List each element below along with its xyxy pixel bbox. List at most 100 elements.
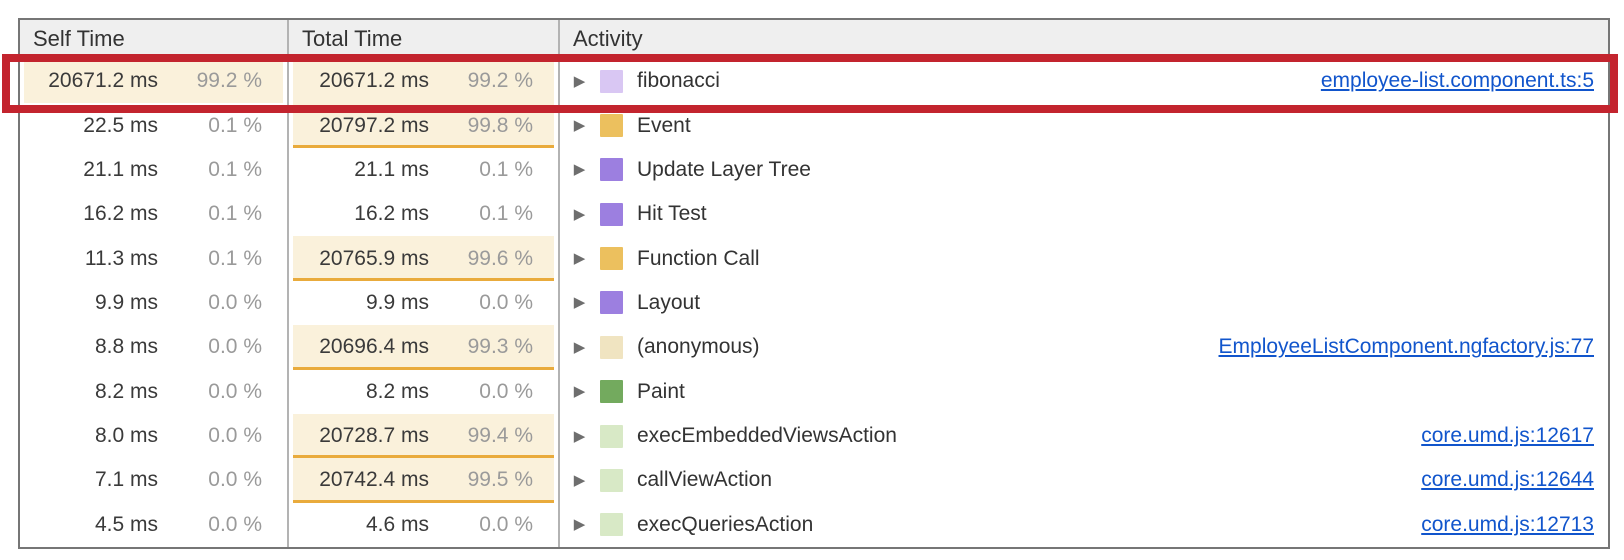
expand-arrow-icon[interactable]: ▶	[573, 161, 586, 179]
self-time-cell: 7.1 ms 0.0 %	[20, 458, 289, 503]
activity-cell: ▶ Layout	[560, 281, 1608, 325]
total-time-value: 20728.7 ms	[319, 424, 429, 448]
total-time-percent: 0.1 %	[479, 202, 533, 226]
rendering-category-icon	[600, 158, 623, 182]
expand-arrow-icon[interactable]: ▶	[573, 427, 586, 445]
expand-arrow-icon[interactable]: ▶	[573, 117, 586, 135]
self-time-value: 20671.2 ms	[48, 69, 158, 93]
self-time-percent: 0.0 %	[208, 335, 262, 359]
self-time-value: 7.1 ms	[94, 468, 158, 492]
total-time-percent: 0.0 %	[479, 512, 533, 536]
scripting-category-icon	[600, 114, 623, 138]
painting-category-icon	[600, 380, 623, 404]
table-row[interactable]: 16.2 ms 0.1 % 16.2 ms 0.1 % ▶ Hit Test	[20, 192, 1608, 237]
activity-label: Update Layer Tree	[637, 157, 811, 181]
self-time-percent: 0.0 %	[208, 424, 262, 448]
activity-cell: ▶ execQueriesAction core.umd.js:12713	[560, 503, 1608, 547]
total-time-value: 9.9 ms	[365, 290, 429, 314]
source-location-link[interactable]: core.umd.js:12713	[1421, 512, 1594, 536]
scripting-category-icon	[600, 247, 623, 271]
self-time-percent: 0.1 %	[208, 246, 262, 270]
expand-arrow-icon[interactable]: ▶	[573, 250, 586, 268]
table-header-row: Self Time Total Time Activity	[20, 20, 1608, 59]
table-row[interactable]: 21.1 ms 0.1 % 21.1 ms 0.1 % ▶ Update Lay…	[20, 147, 1608, 193]
self-time-value: 22.5 ms	[83, 113, 158, 137]
performance-bottom-up-table: Self Time Total Time Activity 20671.2 ms…	[18, 18, 1610, 549]
expand-arrow-icon[interactable]: ▶	[573, 338, 586, 356]
total-time-percent: 0.1 %	[479, 157, 533, 181]
total-time-value: 16.2 ms	[354, 202, 429, 226]
total-time-cell: 20742.4 ms 99.5 %	[289, 458, 560, 503]
self-time-cell: 22.5 ms 0.1 %	[20, 103, 289, 148]
table-row[interactable]: 11.3 ms 0.1 % 20765.9 ms 99.6 % ▶ Functi…	[20, 236, 1608, 282]
column-header-activity-label: Activity	[573, 26, 643, 51]
column-header-total-time-label: Total Time	[302, 26, 403, 51]
table-row[interactable]: 9.9 ms 0.0 % 9.9 ms 0.0 % ▶ Layout	[20, 280, 1608, 326]
source-location-link[interactable]: EmployeeListComponent.ngfactory.js:77	[1218, 335, 1594, 359]
activity-cell: ▶ fibonacci employee-list.component.ts:5	[560, 59, 1608, 103]
total-time-cell: 20728.7 ms 99.4 %	[289, 413, 560, 459]
activity-cell: ▶ callViewAction core.umd.js:12644	[560, 458, 1608, 502]
self-time-percent: 99.2 %	[196, 69, 262, 93]
self-time-percent: 0.0 %	[208, 512, 262, 536]
table-row[interactable]: 22.5 ms 0.1 % 20797.2 ms 99.8 % ▶ Event	[20, 103, 1608, 149]
column-header-total-time[interactable]: Total Time	[289, 20, 560, 58]
scripting-category-icon	[600, 513, 623, 537]
activity-label: Layout	[637, 290, 701, 314]
self-time-percent: 0.0 %	[208, 468, 262, 492]
expand-arrow-icon[interactable]: ▶	[573, 516, 586, 534]
scripting-category-icon	[600, 424, 623, 448]
activity-cell: ▶ Hit Test	[560, 192, 1608, 236]
source-location-link[interactable]: core.umd.js:12644	[1421, 468, 1594, 492]
self-time-cell: 21.1 ms 0.1 %	[20, 147, 289, 193]
activity-cell: ▶ Event	[560, 103, 1608, 147]
expand-arrow-icon[interactable]: ▶	[573, 294, 586, 312]
table-row[interactable]: 7.1 ms 0.0 % 20742.4 ms 99.5 % ▶ callVie…	[20, 458, 1608, 503]
table-row[interactable]: 8.8 ms 0.0 % 20696.4 ms 99.3 % ▶ (anonym…	[20, 325, 1608, 370]
expand-arrow-icon[interactable]: ▶	[573, 205, 586, 223]
activity-cell: ▶ (anonymous) EmployeeListComponent.ngfa…	[560, 325, 1608, 369]
table-body: 20671.2 ms 99.2 % 20671.2 ms 99.2 % ▶ fi…	[20, 59, 1608, 547]
total-time-value: 20797.2 ms	[319, 113, 429, 137]
expand-arrow-icon[interactable]: ▶	[573, 471, 586, 489]
total-time-cell: 20696.4 ms 99.3 %	[289, 325, 560, 370]
total-time-cell: 8.2 ms 0.0 %	[289, 369, 560, 414]
self-time-value: 8.0 ms	[94, 424, 158, 448]
activity-label: (anonymous)	[637, 335, 760, 359]
table-row[interactable]: 4.5 ms 0.0 % 4.6 ms 0.0 % ▶ execQueriesA…	[20, 502, 1608, 547]
table-row[interactable]: 8.0 ms 0.0 % 20728.7 ms 99.4 % ▶ execEmb…	[20, 413, 1608, 459]
total-time-cell: 4.6 ms 0.0 %	[289, 502, 560, 547]
total-time-percent: 99.3 %	[467, 335, 533, 359]
scripting-category-icon	[600, 335, 623, 359]
source-location-link[interactable]: employee-list.component.ts:5	[1320, 69, 1594, 93]
activity-label: callViewAction	[637, 468, 773, 492]
rendering-category-icon	[600, 202, 623, 226]
self-time-cell: 8.0 ms 0.0 %	[20, 413, 289, 459]
source-location-link[interactable]: core.umd.js:12617	[1421, 424, 1594, 448]
expand-arrow-icon[interactable]: ▶	[573, 383, 586, 401]
total-time-value: 20696.4 ms	[319, 335, 429, 359]
activity-label: fibonacci	[637, 69, 720, 93]
self-time-cell: 16.2 ms 0.1 %	[20, 192, 289, 237]
self-time-percent: 0.1 %	[208, 157, 262, 181]
activity-label: Event	[637, 113, 691, 137]
expand-arrow-icon[interactable]: ▶	[573, 72, 586, 90]
self-time-percent: 0.0 %	[208, 290, 262, 314]
column-header-self-time[interactable]: Self Time	[20, 20, 289, 58]
activity-cell: ▶ Function Call	[560, 236, 1608, 280]
table-row[interactable]: 20671.2 ms 99.2 % 20671.2 ms 99.2 % ▶ fi…	[20, 59, 1608, 104]
activity-label: execEmbeddedViewsAction	[637, 424, 897, 448]
total-time-percent: 0.0 %	[479, 379, 533, 403]
self-time-value: 21.1 ms	[83, 157, 158, 181]
total-time-percent: 99.4 %	[467, 424, 533, 448]
table-row[interactable]: 8.2 ms 0.0 % 8.2 ms 0.0 % ▶ Paint	[20, 369, 1608, 414]
total-time-value: 20671.2 ms	[319, 69, 429, 93]
self-time-value: 8.8 ms	[94, 335, 158, 359]
total-time-cell: 9.9 ms 0.0 %	[289, 280, 560, 326]
self-time-cell: 9.9 ms 0.0 %	[20, 280, 289, 326]
activity-label: Paint	[637, 379, 685, 403]
column-header-activity[interactable]: Activity	[560, 20, 1608, 58]
activity-cell: ▶ execEmbeddedViewsAction core.umd.js:12…	[560, 414, 1608, 458]
self-time-cell: 11.3 ms 0.1 %	[20, 236, 289, 281]
